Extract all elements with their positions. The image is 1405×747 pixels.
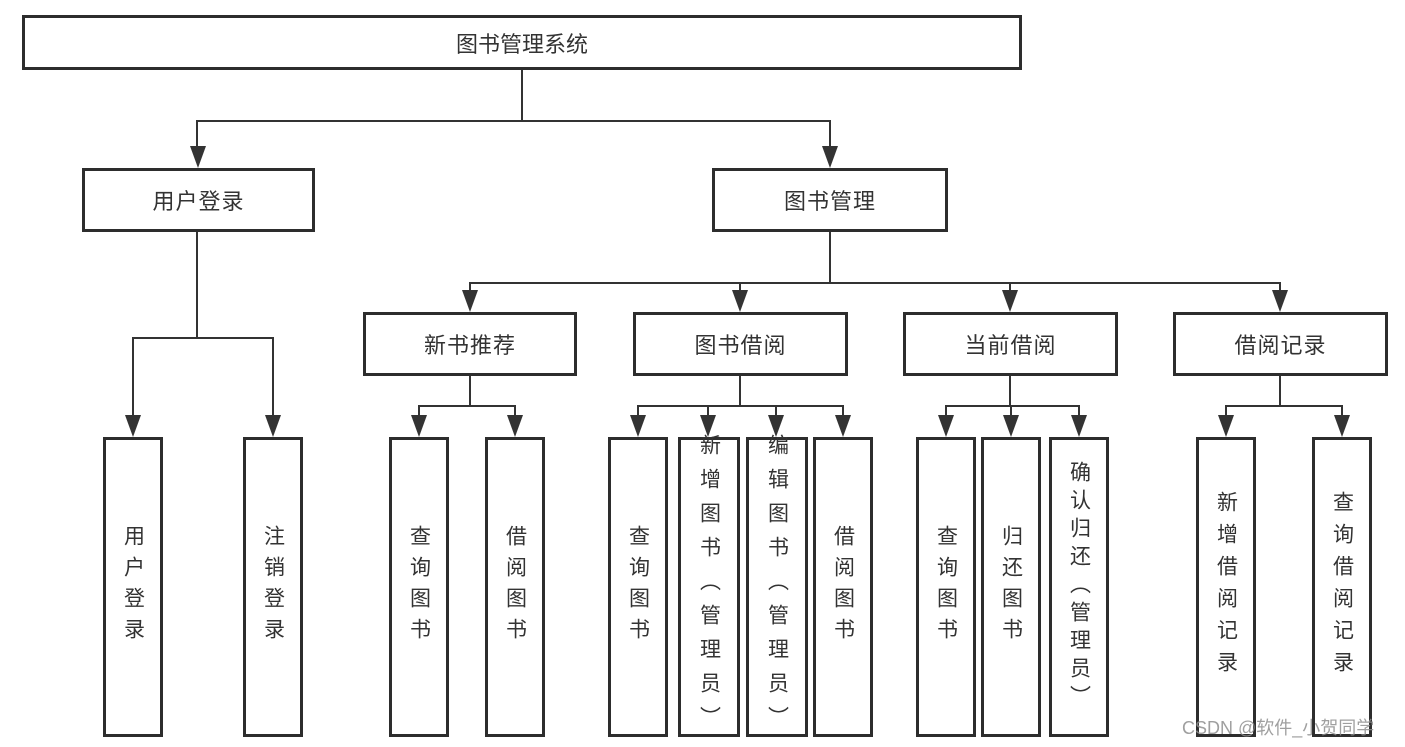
- arrow-down-icon: [768, 415, 784, 437]
- node-current-borrowing: 当前借阅: [903, 312, 1118, 376]
- connector-line: [1009, 282, 1011, 292]
- node-user-login-leaf: 用户登录: [103, 437, 163, 737]
- arrow-down-icon: [411, 415, 427, 437]
- arrow-down-icon: [1003, 415, 1019, 437]
- connector-line: [272, 337, 274, 417]
- arrow-down-icon: [732, 290, 748, 312]
- connector-line: [469, 376, 471, 405]
- connector-line: [469, 282, 471, 292]
- arrow-down-icon: [507, 415, 523, 437]
- node-label: 确认归还（管理员）: [1067, 461, 1091, 713]
- connector-line: [1279, 376, 1281, 405]
- connector-line: [739, 282, 741, 292]
- node-logout-leaf: 注销登录: [243, 437, 303, 737]
- connector-line: [1078, 405, 1080, 417]
- connector-line: [1009, 376, 1011, 405]
- connector-line: [945, 405, 1080, 407]
- node-label: 新增图书（管理员）: [697, 434, 721, 740]
- connector-line: [197, 120, 831, 122]
- connector-line: [196, 120, 198, 148]
- arrow-down-icon: [1218, 415, 1234, 437]
- arrow-down-icon: [1272, 290, 1288, 312]
- node-label: 当前借阅: [964, 333, 1057, 358]
- node-label: 借阅图书: [831, 525, 855, 649]
- node-label: 用户登录: [152, 189, 245, 214]
- connector-line: [842, 405, 844, 417]
- node-confirm-return-admin: 确认归还（管理员）: [1049, 437, 1109, 737]
- node-label: 图书借阅: [694, 333, 787, 358]
- node-query-book-recommend: 查询图书: [389, 437, 449, 737]
- arrow-down-icon: [938, 415, 954, 437]
- arrow-down-icon: [190, 146, 206, 168]
- connector-line: [469, 282, 1281, 284]
- arrow-down-icon: [835, 415, 851, 437]
- node-label: 编辑图书（管理员）: [765, 434, 789, 740]
- connector-line: [132, 337, 134, 417]
- node-new-book-recommend: 新书推荐: [363, 312, 577, 376]
- connector-line: [1225, 405, 1227, 417]
- node-query-book-current: 查询图书: [916, 437, 976, 737]
- connector-line: [637, 405, 844, 407]
- connector-line: [739, 376, 741, 405]
- arrow-down-icon: [462, 290, 478, 312]
- arrow-down-icon: [822, 146, 838, 168]
- node-label: 查询图书: [407, 525, 431, 649]
- connector-line: [132, 337, 274, 339]
- node-label: 查询借阅记录: [1330, 491, 1354, 683]
- node-query-borrow-record: 查询借阅记录: [1312, 437, 1372, 737]
- connector-line: [514, 405, 516, 417]
- arrow-down-icon: [125, 415, 141, 437]
- connector-line: [829, 120, 831, 148]
- connector-line: [418, 405, 420, 417]
- node-borrow-book-borrowing: 借阅图书: [813, 437, 873, 737]
- node-label: 注销登录: [261, 525, 285, 649]
- connector-line: [707, 405, 709, 417]
- node-label: 归还图书: [999, 525, 1023, 649]
- node-library-system: 图书管理系统: [22, 15, 1022, 70]
- connector-line: [1279, 282, 1281, 292]
- node-label: 用户登录: [121, 525, 145, 649]
- connector-line: [1225, 405, 1343, 407]
- node-return-book: 归还图书: [981, 437, 1041, 737]
- node-label: 借阅图书: [503, 525, 527, 649]
- arrow-down-icon: [265, 415, 281, 437]
- arrow-down-icon: [1071, 415, 1087, 437]
- connector-line: [637, 405, 639, 417]
- connector-line: [521, 70, 523, 120]
- node-label: 新增借阅记录: [1214, 491, 1238, 683]
- connector-line: [945, 405, 947, 417]
- arrow-down-icon: [700, 415, 716, 437]
- node-label: 图书管理系统: [455, 31, 588, 57]
- node-label: 借阅记录: [1234, 333, 1327, 358]
- arrow-down-icon: [1002, 290, 1018, 312]
- connector-line: [418, 405, 516, 407]
- node-book-management: 图书管理: [712, 168, 948, 232]
- node-label: 新书推荐: [423, 333, 516, 358]
- connector-line: [775, 405, 777, 417]
- node-label: 查询图书: [934, 525, 958, 649]
- node-book-borrowing: 图书借阅: [633, 312, 848, 376]
- node-edit-book-admin: 编辑图书（管理员）: [746, 434, 808, 740]
- arrow-down-icon: [630, 415, 646, 437]
- connector-line: [196, 232, 198, 337]
- connector-line: [1010, 405, 1012, 417]
- node-label: 查询图书: [626, 525, 650, 649]
- node-label: 图书管理: [783, 189, 876, 214]
- node-add-borrow-record: 新增借阅记录: [1196, 437, 1256, 737]
- node-user-login: 用户登录: [82, 168, 315, 232]
- watermark: CSDN @软件_小贺同学: [1182, 718, 1375, 738]
- arrow-down-icon: [1334, 415, 1350, 437]
- node-borrowing-records: 借阅记录: [1173, 312, 1388, 376]
- node-borrow-book-recommend: 借阅图书: [485, 437, 545, 737]
- node-add-book-admin: 新增图书（管理员）: [678, 434, 740, 740]
- connector-line: [1341, 405, 1343, 417]
- connector-line: [829, 232, 831, 282]
- node-query-book-borrowing: 查询图书: [608, 437, 668, 737]
